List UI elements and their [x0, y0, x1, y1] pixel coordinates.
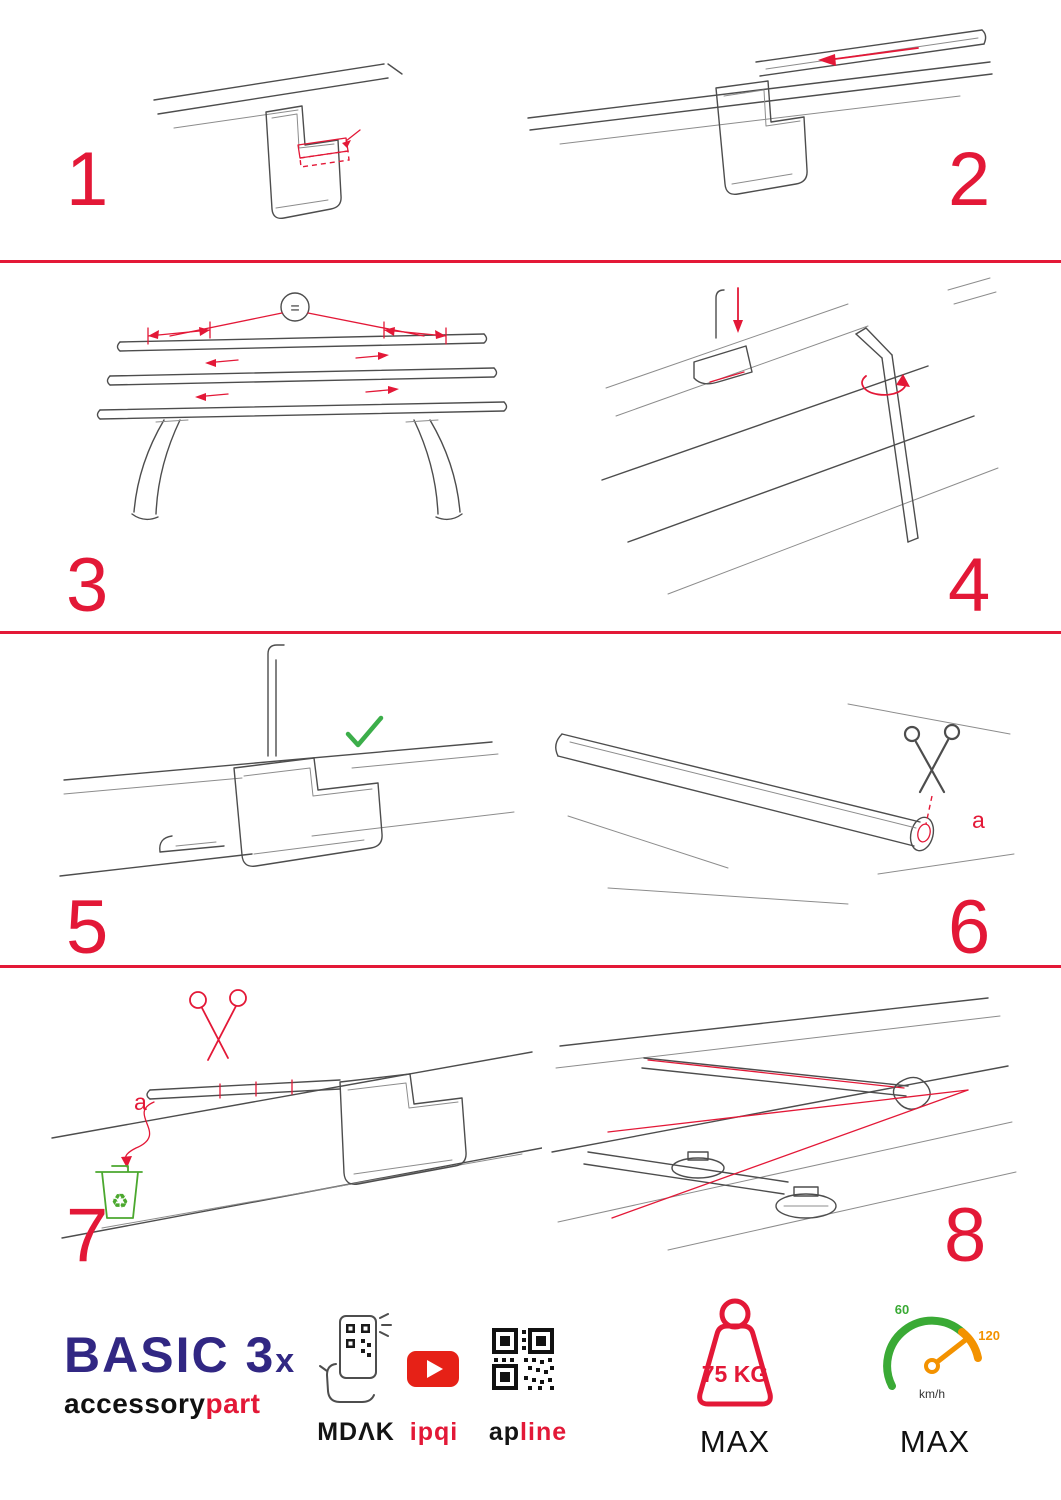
trash-icon: ♻ [95, 1165, 143, 1219]
step-3-illustration: = [52, 280, 542, 535]
left-measure-bracket [147, 321, 211, 345]
step-8-illustration [548, 982, 1018, 1252]
step-5-number: 5 [66, 885, 109, 970]
speed-low-label: 60 [895, 1302, 909, 1317]
step-4-illustration [598, 270, 1013, 605]
brand-line-black: accessory [64, 1388, 206, 1419]
step-6-illustration: a [548, 676, 1018, 916]
step-7-number: 7 [66, 1193, 109, 1278]
cut-label-a: a [972, 807, 985, 833]
brand-line-red: part [205, 1388, 261, 1419]
step-8-number: 8 [944, 1193, 987, 1278]
scan-phone-icon [316, 1312, 394, 1408]
recycle-icon: ♻ [111, 1191, 129, 1213]
cut-label-a: a [134, 1089, 147, 1115]
step-1-number: 1 [66, 137, 109, 222]
step-2-number: 2 [948, 137, 991, 222]
check-icon [345, 715, 384, 748]
step-3-number: 3 [66, 543, 109, 628]
speed-unit-label: km/h [919, 1387, 945, 1401]
brand-block: BASIC 3x accessorypart [64, 1326, 294, 1420]
step-4-number: 4 [948, 543, 991, 628]
apline-label: apline [482, 1418, 574, 1447]
speed-high-label: 120 [978, 1328, 1000, 1343]
ipqi-label: ipqi [409, 1418, 459, 1446]
brand-suffix: x [275, 1342, 295, 1380]
adjust-arrows [195, 352, 399, 401]
speedometer-icon: 60 120 km/h [868, 1296, 1002, 1408]
press-down-arrow [733, 287, 743, 333]
step-1-illustration [148, 48, 448, 238]
youtube-icon [406, 1350, 460, 1388]
section-divider [0, 965, 1061, 968]
section-divider [0, 631, 1061, 634]
section-divider [0, 260, 1061, 263]
slide-direction-arrow [818, 47, 919, 66]
step-7-illustration: a ♻ [42, 986, 542, 1251]
right-measure-bracket [383, 321, 447, 345]
adapter-piece [775, 1186, 837, 1219]
scissors-icon [189, 989, 247, 1061]
step-2-illustration [520, 18, 1000, 218]
adapter-piece [671, 1151, 725, 1179]
mdak-label: MDΛK [317, 1418, 395, 1446]
weight-max-label: MAX [699, 1424, 771, 1459]
brand-name: BASIC 3 [64, 1327, 276, 1383]
qr-code-icon [490, 1326, 556, 1392]
step-6-number: 6 [948, 885, 991, 970]
apline-black: ap [488, 1418, 521, 1446]
step-5-illustration [52, 638, 522, 908]
equality-circle [280, 292, 310, 322]
hex-key [855, 327, 919, 543]
speed-max-label: MAX [899, 1424, 971, 1459]
weight-value: 75 KG [702, 1361, 768, 1387]
scissors-icon [903, 723, 961, 794]
rotate-arrow [861, 374, 910, 396]
apline-red: line [520, 1418, 568, 1446]
max-weight-icon: 75 KG [670, 1296, 800, 1418]
equal-sign: = [290, 300, 299, 317]
